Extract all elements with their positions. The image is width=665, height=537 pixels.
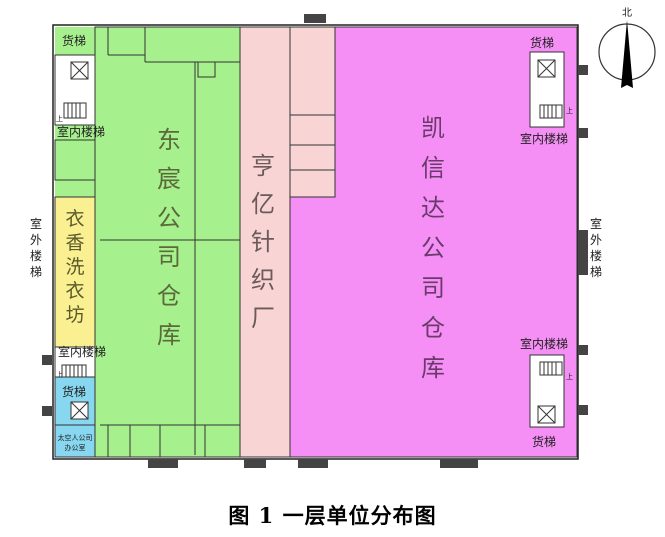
kaixinda-text-char-1: 信	[421, 154, 445, 182]
dongchen-text-char-0: 东	[157, 126, 181, 154]
kaixinda-text-char-6: 库	[421, 354, 445, 382]
hengyi-area	[239, 26, 291, 458]
outdoor-left-char-2: 楼	[30, 248, 42, 263]
outdoor-right-char-0: 室	[590, 216, 602, 231]
dongchen-text-char-2: 公	[157, 204, 181, 232]
hengyi-text-char-3: 织	[251, 266, 275, 294]
dongchen-text-char-5: 库	[157, 321, 181, 349]
door-marks	[42, 14, 588, 468]
label-office-line1: 太空人公司	[58, 433, 93, 442]
hengyi-text-char-2: 针	[251, 228, 275, 256]
compass-north-label: 北	[622, 7, 632, 19]
label-office-line2: 办公室	[65, 443, 86, 452]
north-arrow-icon	[621, 20, 633, 88]
label-indoor-stairs-right-top: 室内楼梯	[520, 131, 568, 146]
stairs-right-bottom	[539, 361, 563, 376]
kaixinda-text-char-3: 公	[421, 234, 445, 262]
yixiang-text-char-2: 洗	[65, 256, 84, 278]
kaixinda-text-char-5: 仓	[421, 314, 445, 342]
unit-kaixinda	[289, 26, 578, 458]
label-freight-left-bottom: 货梯	[62, 384, 86, 399]
label-freight-right-bottom: 货梯	[532, 434, 556, 449]
label-freight-left-top: 货梯	[62, 33, 86, 48]
label-indoor-stairs-left-top: 室内楼梯	[57, 124, 105, 139]
outdoor-right-char-2: 楼	[590, 248, 602, 263]
outdoor-right-char-1: 外	[590, 233, 602, 247]
outdoor-left-char-3: 梯	[30, 265, 42, 279]
dongchen-text-char-1: 宸	[157, 165, 181, 193]
stairs-right-top	[539, 104, 563, 119]
left-service-core-bottom	[54, 346, 96, 458]
yixiang-text-char-4: 坊	[65, 304, 84, 326]
label-indoor-stairs-left-bottom: 室内楼梯	[58, 344, 106, 359]
up-mark-1: 上	[56, 114, 63, 123]
dongchen-text-char-4: 仓	[157, 282, 181, 310]
left-service-core	[54, 54, 96, 181]
up-mark-2: 上	[56, 370, 63, 379]
hengyi-text-char-4: 厂	[251, 304, 275, 332]
up-mark-3: 上	[566, 106, 573, 115]
unit-yixiang	[54, 196, 96, 348]
figure-caption: 图 1 一层单位分布图	[228, 503, 437, 528]
outdoor-right-char-3: 梯	[590, 265, 602, 279]
label-freight-right-top: 货梯	[530, 35, 554, 50]
outdoor-left-char-1: 外	[30, 233, 42, 247]
yixiang-text-char-0: 衣	[65, 208, 84, 230]
yixiang-text-char-3: 衣	[65, 280, 84, 302]
unit-dongchen	[55, 26, 241, 458]
kaixinda-area	[289, 26, 578, 458]
kaixinda-text-char-2: 达	[421, 194, 445, 222]
dongchen-text-char-3: 司	[157, 243, 181, 271]
label-indoor-stairs-right-bottom: 室内楼梯	[520, 336, 568, 351]
hengyi-text-char-0: 亨	[251, 152, 275, 180]
dongchen-area	[94, 26, 241, 458]
stairs-left-top	[63, 102, 87, 119]
up-mark-4: 上	[566, 372, 573, 381]
kaixinda-text-char-0: 凯	[421, 114, 445, 142]
outdoor-left-char-0: 室	[30, 216, 42, 231]
hengyi-text-char-1: 亿	[251, 190, 275, 218]
yixiang-text-char-1: 香	[65, 232, 84, 254]
compass: 北	[598, 7, 656, 88]
kaixinda-text-char-4: 司	[421, 274, 445, 302]
